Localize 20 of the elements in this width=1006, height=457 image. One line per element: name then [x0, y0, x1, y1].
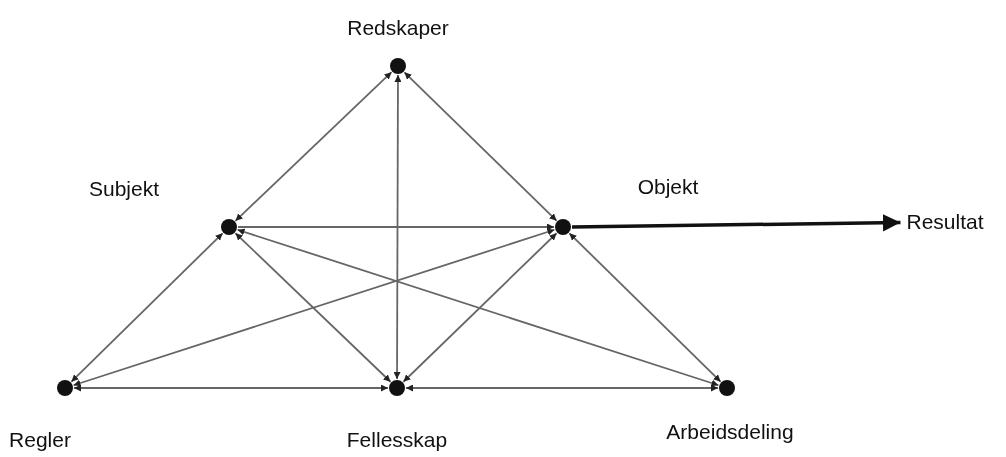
arrow	[234, 232, 392, 383]
arrow	[234, 71, 393, 222]
node-label: Resultat	[906, 209, 984, 235]
arrow	[402, 232, 558, 383]
node-label: Arbeidsdeling	[666, 419, 794, 445]
node-label: Subjekt	[88, 176, 159, 202]
arrow	[70, 232, 224, 383]
node-label: Fellesskap	[346, 427, 448, 453]
arrow	[72, 228, 556, 387]
arrow	[403, 71, 558, 222]
arrow	[237, 223, 555, 231]
arrow	[393, 74, 402, 380]
arrow	[568, 232, 722, 383]
arrow	[73, 384, 389, 392]
node-label: Regler	[9, 427, 71, 453]
arrow	[236, 228, 720, 387]
node-label: Redskaper	[347, 15, 449, 41]
node-label: Objekt	[637, 174, 699, 200]
arrow	[571, 214, 901, 232]
arrow	[405, 384, 719, 392]
